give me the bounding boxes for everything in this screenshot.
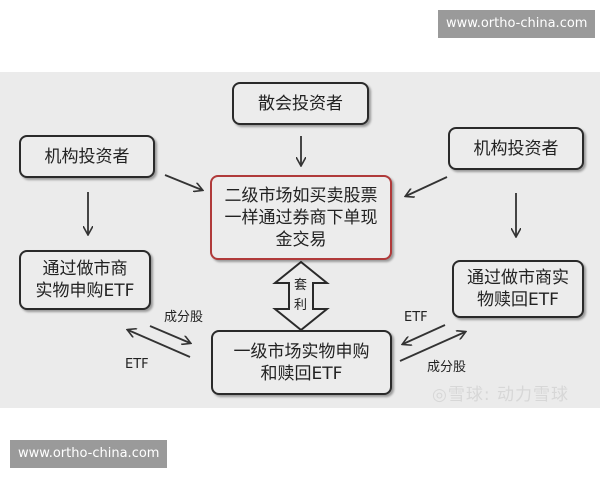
arrow-left-etf bbox=[128, 330, 191, 358]
watermark-bottom: www.ortho-china.com bbox=[10, 440, 168, 468]
node-label: 二级市场如买卖股票一样通过券商下单现金交易 bbox=[224, 185, 378, 250]
arbitrage-label: 套利 bbox=[294, 278, 308, 313]
label-right-etf: ETF bbox=[404, 310, 428, 325]
node-label: 机构投资者 bbox=[44, 146, 130, 167]
arrow-instleft-to-secondary bbox=[164, 174, 202, 190]
node-institutional-investor-right: 机构投资者 bbox=[448, 127, 584, 170]
arrow-left-stocks bbox=[149, 325, 190, 343]
node-label: 散会投资者 bbox=[258, 93, 343, 114]
arrow-right-etf bbox=[403, 324, 446, 344]
node-label: 机构投资者 bbox=[473, 138, 559, 159]
node-label: 一级市场实物申购和赎回ETF bbox=[233, 341, 370, 384]
xueqiu-watermark: ◎雪球: 动力雪球 bbox=[432, 385, 569, 405]
label-left-etf: ETF bbox=[125, 357, 149, 372]
arrow-instright-to-secondary bbox=[406, 176, 448, 196]
node-primary-market: 一级市场实物申购和赎回ETF bbox=[211, 330, 392, 395]
label-left-stocks: 成分股 bbox=[164, 310, 204, 325]
label-right-stocks: 成分股 bbox=[427, 360, 467, 375]
arrow-right-stocks bbox=[399, 332, 465, 362]
node-label: 通过做市商实物申购ETF bbox=[35, 259, 135, 301]
watermark-top: www.ortho-china.com bbox=[438, 10, 596, 38]
node-retail-investor: 散会投资者 bbox=[232, 82, 369, 125]
node-create-etf: 通过做市商实物申购ETF bbox=[19, 250, 151, 310]
node-redeem-etf: 通过做市商实物赎回ETF bbox=[452, 260, 584, 318]
node-institutional-investor-left: 机构投资者 bbox=[19, 135, 155, 178]
node-secondary-market: 二级市场如买卖股票一样通过券商下单现金交易 bbox=[210, 175, 392, 260]
node-label: 通过做市商实物赎回ETF bbox=[467, 268, 569, 310]
